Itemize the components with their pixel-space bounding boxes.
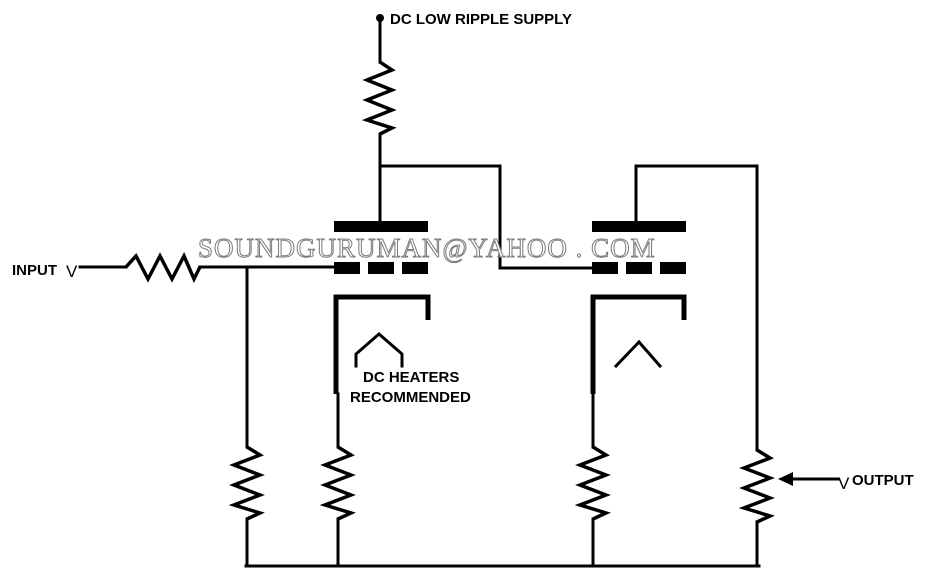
tube2-grid-1 [592,262,618,274]
tube2-plate [592,221,686,232]
input-symbol: V [66,262,78,281]
tube2-cathode-resistor [574,445,611,521]
tube2-plate-lead [634,164,759,452]
watermark-text: SOUNDGURUMAN@YAHOO . COM [198,233,656,263]
heaters-label-line2: RECOMMENDED [350,389,471,406]
output-pot-resistor [738,448,775,524]
plate-load-resistor [361,60,397,136]
tube2-grid-3 [660,262,686,274]
plate-to-grid-wire [378,164,594,270]
tube1-grid-2 [368,262,394,274]
tube1-cathode-resistor [319,445,356,521]
tube1-heater [354,332,404,368]
input-label: INPUT [12,262,57,279]
grid-leak-resistor [228,445,265,521]
tube1-grid-3 [402,262,428,274]
tube1-cathode [333,294,431,394]
tube1-plate [334,221,428,232]
output-wiper-arrow [778,472,793,486]
tube2-heater [613,339,663,369]
input-grid-stopper-resistor [124,251,202,284]
tube2-grid-2 [626,262,652,274]
output-label: OUTPUT [852,472,914,489]
heaters-label-line1: DC HEATERS [363,369,459,386]
tube2-cathode [590,294,687,394]
tube1-grid-1 [334,262,360,274]
supply-label: DC LOW RIPPLE SUPPLY [390,11,572,28]
output-symbol: V [838,474,850,493]
